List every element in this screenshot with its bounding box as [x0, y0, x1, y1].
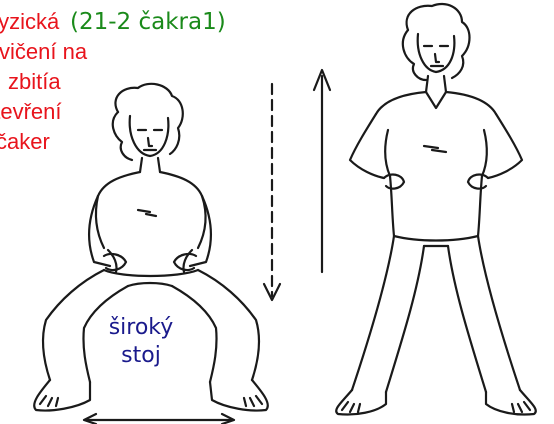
caption-line-2: zbitía — [8, 69, 61, 94]
caption-title: fyzická — [0, 9, 60, 34]
standing-figure — [335, 2, 537, 416]
caption-line-1: cvičení na — [0, 39, 88, 64]
movement-arrows — [262, 68, 332, 302]
caption-line-3: otevření — [0, 99, 62, 124]
squatting-figure — [33, 82, 269, 424]
caption-line-4: čaker — [0, 129, 50, 154]
caption-code: (21-2 čakra1) — [70, 9, 226, 35]
stance-label-line-1: široký — [108, 315, 174, 340]
stance-label-line-2: stoj — [121, 343, 161, 368]
stance-label: široký stoj — [96, 314, 186, 370]
